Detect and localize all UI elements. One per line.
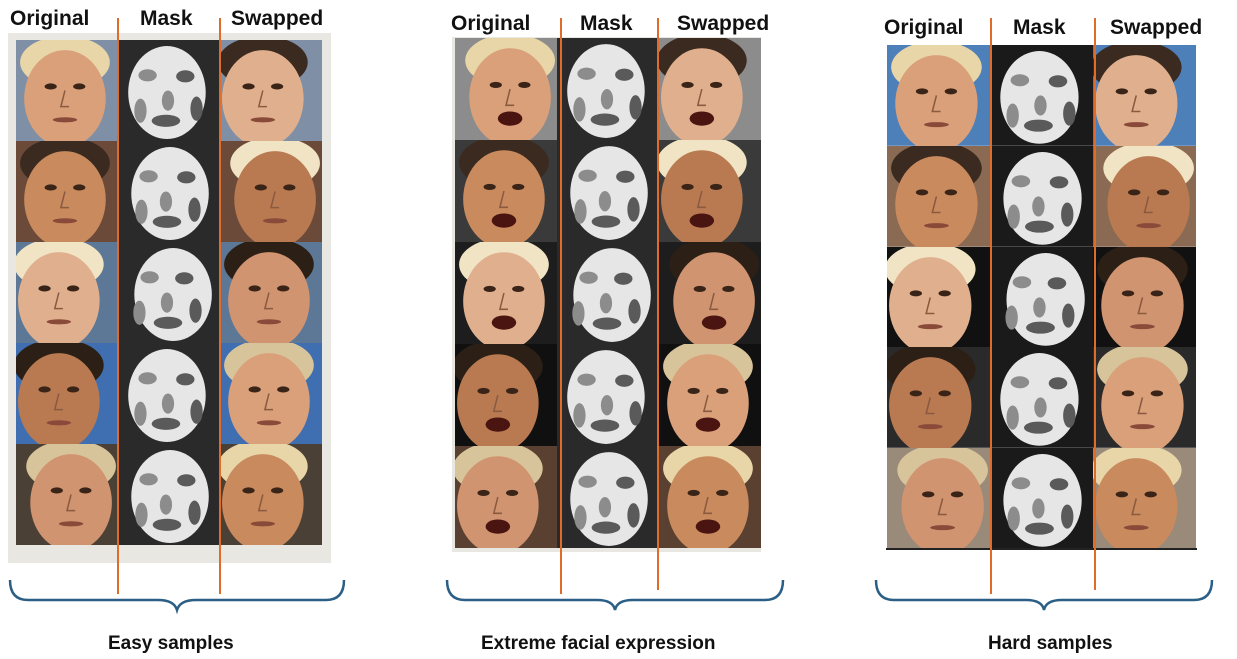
- divider-line: [117, 18, 119, 594]
- mask-image: [990, 448, 1093, 549]
- mask-image: [990, 347, 1093, 449]
- divider-line: [657, 18, 659, 590]
- header-original: Original: [884, 16, 964, 39]
- divider-line: [219, 18, 221, 594]
- original-image: [887, 145, 990, 247]
- mask-image: [990, 45, 1093, 146]
- original-image: [455, 344, 557, 446]
- header-mask: Mask: [140, 7, 193, 30]
- header-original: Original: [451, 12, 531, 35]
- swapped-image: [220, 343, 322, 444]
- swapped-image: [220, 141, 322, 242]
- header-swapped: Swapped: [231, 7, 324, 30]
- swapped-image: [659, 242, 761, 344]
- mask-image: [118, 40, 220, 141]
- original-image: [887, 45, 990, 146]
- mask-image: [118, 343, 220, 444]
- header-original: Original: [10, 7, 90, 30]
- divider-line: [560, 18, 562, 594]
- original-image: [16, 242, 118, 343]
- original-image: [16, 141, 118, 242]
- swapped-image: [220, 242, 322, 343]
- swapped-image: [1093, 45, 1196, 146]
- mask-image: [557, 446, 659, 548]
- mask-image: [557, 242, 659, 344]
- mask-image: [118, 242, 220, 343]
- swapped-image: [1093, 448, 1196, 549]
- original-image: [16, 444, 118, 545]
- caption-easy-samples: Easy samples: [108, 633, 234, 654]
- bottom-rule: [886, 548, 1197, 550]
- original-image: [887, 347, 990, 449]
- image-grid: [455, 38, 761, 550]
- original-image: [455, 140, 557, 242]
- caption-extreme-expression: Extreme facial expression: [481, 633, 716, 654]
- header-mask: Mask: [580, 12, 633, 35]
- original-image: [455, 38, 557, 140]
- swapped-image: [659, 140, 761, 242]
- swapped-image: [659, 446, 761, 548]
- swapped-image: [1093, 347, 1196, 449]
- original-image: [887, 448, 990, 549]
- swapped-image: [1093, 145, 1196, 247]
- mask-image: [118, 141, 220, 242]
- image-grid: [887, 45, 1196, 549]
- image-grid: [16, 40, 322, 545]
- mask-image: [990, 246, 1093, 348]
- mask-image: [990, 145, 1093, 247]
- swapped-image: [220, 40, 322, 141]
- swapped-image: [659, 38, 761, 140]
- swapped-image: [220, 444, 322, 545]
- original-image: [16, 343, 118, 444]
- mask-image: [557, 38, 659, 140]
- mask-image: [557, 140, 659, 242]
- mask-image: [118, 444, 220, 545]
- mask-image: [557, 344, 659, 446]
- original-image: [887, 246, 990, 348]
- divider-line: [990, 18, 992, 594]
- original-image: [455, 446, 557, 548]
- swapped-image: [1093, 246, 1196, 348]
- original-image: [16, 40, 118, 141]
- curly-brace: [874, 579, 1214, 611]
- header-swapped: Swapped: [677, 12, 770, 35]
- original-image: [455, 242, 557, 344]
- header-mask: Mask: [1013, 16, 1066, 39]
- swapped-image: [659, 344, 761, 446]
- curly-brace: [445, 579, 785, 611]
- caption-hard-samples: Hard samples: [988, 633, 1113, 654]
- curly-brace: [8, 579, 346, 615]
- divider-line: [1094, 18, 1096, 590]
- header-swapped: Swapped: [1110, 16, 1203, 39]
